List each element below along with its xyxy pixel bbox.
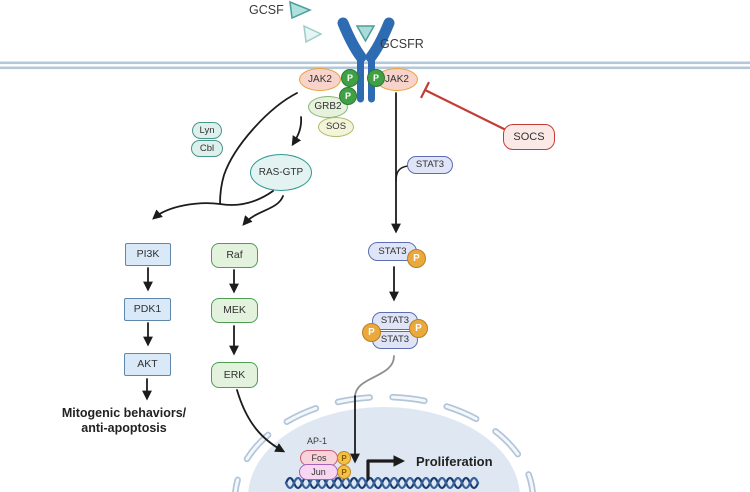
node-socs: SOCS — [503, 124, 555, 150]
phospho-icon: P — [337, 465, 351, 479]
phospho-icon: P — [337, 451, 351, 465]
ap1-label: AP-1 — [306, 436, 327, 446]
transcription-arrow — [366, 455, 406, 481]
stat3-phospho-label: STAT3 — [378, 245, 407, 257]
node-stat3: STAT3 — [407, 156, 453, 174]
connector-stat3-to-line — [395, 165, 409, 182]
erk-label: ERK — [223, 368, 246, 381]
phospho-icon: P — [341, 69, 359, 87]
gcsf-label: GCSF — [249, 3, 284, 17]
gcsfr-label: GCSFR — [380, 37, 424, 51]
node-pi3k: PI3K — [125, 243, 171, 266]
lyn-label: Lyn — [199, 124, 215, 136]
receptor-bound-ligand-icon — [355, 25, 376, 43]
mek-label: MEK — [223, 304, 246, 317]
node-raf: Raf — [211, 243, 258, 268]
socs-label: SOCS — [513, 130, 545, 143]
mitogenic-line1: Mitogenic behaviors/ — [61, 406, 187, 420]
fos-label: Fos — [311, 452, 327, 463]
arrow-erk-to-nucleus — [236, 389, 286, 453]
stat3-dimer-bottom-label: STAT3 — [380, 334, 410, 346]
mitogenic-outcome-text: Mitogenic behaviors/ anti-apoptosis — [34, 406, 214, 435]
grb2-label: GRB2 — [314, 101, 342, 112]
jak2-left-label: JAK2 — [308, 73, 332, 85]
node-stat3-dimer-bottom: STAT3 — [372, 331, 418, 349]
arrow-ras-to-raf — [242, 195, 284, 226]
node-akt: AKT — [124, 353, 171, 376]
node-ras-gtp: RAS-GTP — [250, 154, 312, 191]
node-erk: ERK — [211, 362, 258, 388]
phospho-icon: P — [339, 87, 357, 105]
sos-label: SOS — [325, 121, 347, 133]
node-mek: MEK — [211, 298, 258, 323]
dna-helix-icon — [284, 476, 480, 490]
pi3k-label: PI3K — [136, 248, 160, 261]
phospho-icon: P — [367, 69, 385, 87]
stat3-label: STAT3 — [415, 159, 445, 171]
stat3-dimer-top-label: STAT3 — [380, 315, 410, 327]
mitogenic-line2: anti-apoptosis — [81, 420, 167, 435]
node-lyn: Lyn — [192, 122, 222, 139]
gcsf-ligand-triangle-faded-icon — [303, 24, 323, 44]
inhibition-socs-to-jak2 — [420, 81, 508, 132]
node-pdk1: PDK1 — [124, 298, 171, 321]
jak2-right-label: JAK2 — [385, 73, 409, 85]
gcsfr-receptor-icon — [337, 17, 395, 103]
node-sos: SOS — [318, 117, 354, 137]
raf-label: Raf — [226, 249, 243, 262]
proliferation-label: Proliferation — [416, 454, 493, 469]
arrow-dimer-to-dna-upper — [354, 355, 395, 398]
gcsf-ligand-triangle-icon — [289, 0, 312, 20]
node-cbl: Cbl — [191, 140, 223, 157]
jun-label: Jun — [311, 466, 326, 477]
phospho-icon: P — [409, 319, 428, 338]
akt-label: AKT — [137, 358, 158, 371]
arrow-ras-to-pi3k — [152, 190, 274, 220]
arrow-grb2-to-ras — [291, 116, 303, 147]
ras-gtp-label: RAS-GTP — [258, 166, 304, 178]
node-jak2-left: JAK2 — [299, 68, 341, 91]
phospho-icon: P — [407, 249, 426, 268]
arrow-jak2-to-junction — [219, 92, 298, 205]
cbl-label: Cbl — [199, 142, 215, 154]
phospho-icon: P — [362, 323, 381, 342]
node-jun: Jun — [299, 464, 338, 480]
pdk1-label: PDK1 — [133, 303, 162, 316]
